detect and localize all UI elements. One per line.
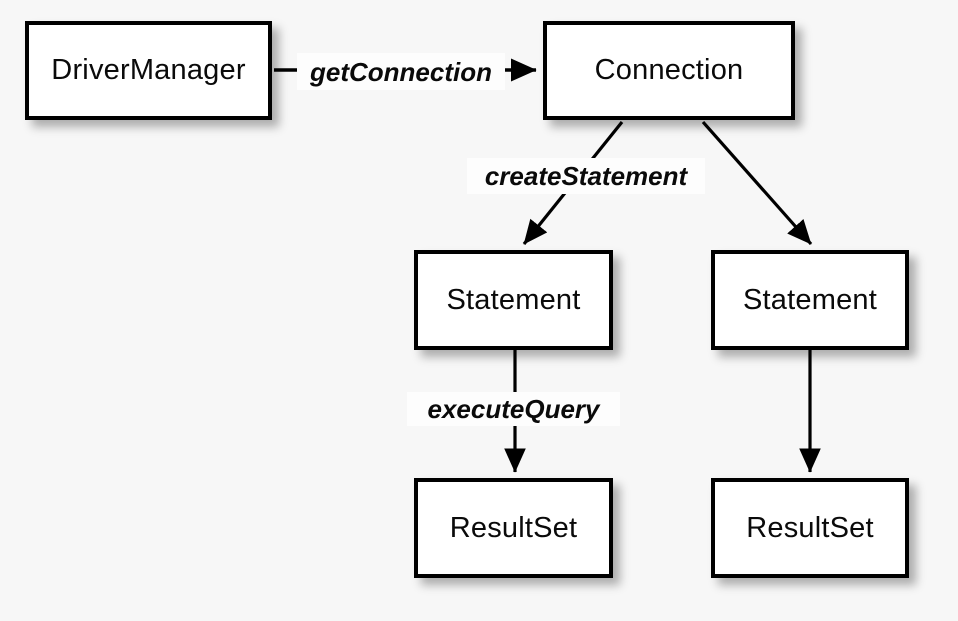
node-label-resultset-left: ResultSet xyxy=(449,511,578,544)
node-statement-right[interactable]: Statement xyxy=(711,250,909,350)
node-connection[interactable]: Connection xyxy=(543,21,795,120)
edge-label-text-execute-query: executeQuery xyxy=(427,394,600,424)
node-label-statement-left: Statement xyxy=(446,283,581,316)
edge-label-create-statement: createStatement xyxy=(467,158,705,194)
node-driver-manager[interactable]: DriverManager xyxy=(25,21,272,120)
node-label-resultset-right: ResultSet xyxy=(746,511,874,544)
edge-label-execute-query: executeQuery xyxy=(407,392,620,426)
node-label-connection: Connection xyxy=(594,54,744,86)
edge-label-text-get-connection: getConnection xyxy=(310,56,492,87)
node-statement-left[interactable]: Statement xyxy=(414,250,613,350)
edge-label-text-create-statement: createStatement xyxy=(484,161,688,191)
node-resultset-right[interactable]: ResultSet xyxy=(711,478,909,578)
edge-label-get-connection: getConnection xyxy=(297,53,505,90)
node-label-driver-manager: DriverManager xyxy=(51,54,246,86)
edge-create-statement-2 xyxy=(701,120,813,246)
node-label-statement-right: Statement xyxy=(743,283,877,316)
node-resultset-left[interactable]: ResultSet xyxy=(414,478,613,578)
